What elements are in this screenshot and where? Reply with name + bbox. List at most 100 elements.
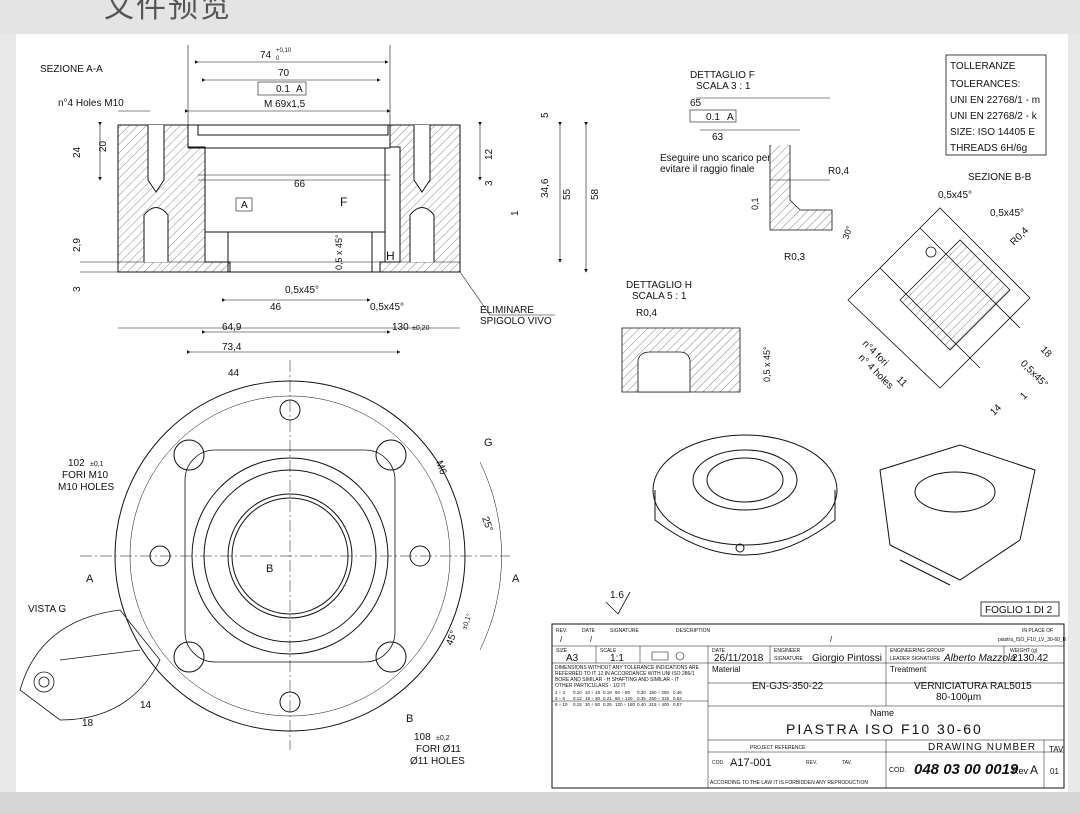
tol-table-cell: 0.40 xyxy=(637,702,646,707)
bb-chamfer-2: 0,5x45° xyxy=(990,208,1024,219)
tolerances-box: TOLLERANZE TOLERANCES: UNI EN 22768/1 - … xyxy=(945,54,1047,156)
plan-angle-25: 25° xyxy=(479,515,495,533)
roughness-value: 1.6 xyxy=(610,590,624,601)
tol-table-cell: 0.57 xyxy=(673,702,682,707)
tol-table-cell: 0.52 xyxy=(673,696,682,701)
tol-table-cell: 0.18 xyxy=(603,690,612,695)
tol-table-cell: 120 ÷ 180 xyxy=(615,702,635,707)
tb-tav-val: 01 xyxy=(1050,767,1059,776)
tol-table-cell: 0.30 xyxy=(637,690,646,695)
plan-angle-45-tol: ±0,1° xyxy=(460,612,473,630)
holes-label: n°4 Holes M10 xyxy=(58,98,124,109)
thread-m69: M 69x1,5 xyxy=(264,99,306,110)
tb-scale: 1:1 xyxy=(610,653,624,664)
tb-date-val: / xyxy=(590,635,593,644)
tb-leader: Alberto Mazzola xyxy=(943,653,1016,664)
chamfer-vertical: 0,5 x 45° xyxy=(334,234,344,270)
tol-datum-aa: A xyxy=(296,84,303,95)
dim-66: 66 xyxy=(294,179,306,190)
detail-f-tol-datum: A xyxy=(727,112,734,123)
bb-dim-1: 1 xyxy=(1018,390,1030,402)
vista-g-view: VISTA G 14 18 xyxy=(19,604,161,729)
tb-in-place-of: piastra_ISO_F10_LV_30-60_B xyxy=(998,637,1067,643)
tb-signature-hdr: SIGNATURE xyxy=(610,628,639,634)
preview-footer-bar xyxy=(0,792,1080,813)
detail-h-view: DETTAGLIO H SCALA 5 : 1 R0,4 0,5 x 45° xyxy=(621,280,772,393)
dim-55: 55 xyxy=(562,188,573,200)
tb-project-hdr: PROJECT REFERENCE xyxy=(750,745,806,751)
dim-74: 74 xyxy=(260,50,272,61)
tb-weight: 2130.42 xyxy=(1012,653,1049,664)
tol-table-cell: 6 ÷ 10 xyxy=(555,702,568,707)
section-bb-view: SEZIONE B-B 0,5x45° 0,5x45° R0,4 n°4 for… xyxy=(847,172,1054,418)
tol-frame-aa xyxy=(257,81,307,96)
plan-labels: 44 M6 G 25° 45° ±0,1° 102 ±0,1 FORI M10 … xyxy=(58,368,520,767)
tb-name: PIASTRA ISO F10 30-60 xyxy=(786,721,983,737)
projection-symbol xyxy=(651,651,669,661)
detail-h-chamfer: 0,5 x 45° xyxy=(762,346,772,382)
tb-size-hdr: SIZE xyxy=(556,648,568,654)
dim-12: 12 xyxy=(484,148,495,160)
tol-table-cell: 0.10 xyxy=(573,690,582,695)
title-block: REV. DATE SIGNATURE DESCRIPTION / / / IN… xyxy=(551,623,1067,789)
tb-in-place-of-hdr: IN PLACE OF xyxy=(1022,628,1053,634)
datum-a-label: A xyxy=(241,200,248,211)
dim-130-tol: ±0,20 xyxy=(412,325,430,332)
plan-dia-108: 108 xyxy=(414,732,431,743)
dim-46: 46 xyxy=(270,302,282,313)
tb-date-label: DATE xyxy=(712,648,726,654)
bb-r04: R0,4 xyxy=(1008,225,1031,248)
tb-weight-hdr: WEIGHT (g) xyxy=(1010,648,1038,654)
dim-74-upper: +0,10 xyxy=(276,48,292,54)
tb-group-hdr: ENGINEERING GROUP xyxy=(890,648,945,654)
tb-scale-hdr: SCALE xyxy=(600,648,617,654)
tb-rev-val: A xyxy=(1030,763,1038,777)
label-f: F xyxy=(340,195,347,209)
plan-fori-11: FORI Ø11 xyxy=(416,744,461,755)
tol-table-cell: 250 ÷ 315 xyxy=(649,696,669,701)
plan-b-center: B xyxy=(266,563,273,575)
plan-view xyxy=(80,360,510,750)
vista-g-dim-18: 18 xyxy=(82,718,94,729)
section-bb-title: SEZIONE B-B xyxy=(968,172,1032,183)
tb-engineer-hdr: ENGINEER xyxy=(774,648,801,654)
preview-header: 文件预览 xyxy=(0,0,1080,34)
dim-24: 24 xyxy=(72,146,83,158)
dim-64-9: 64,9 xyxy=(222,322,242,333)
tol-table-cell: 10 ÷ 18 xyxy=(585,690,600,695)
dim-74-lower: 0 xyxy=(276,56,280,62)
tol-line-4: UNI EN 22768/2 - k xyxy=(950,111,1038,122)
tb-rev-lbl: REV. xyxy=(806,760,817,766)
datum-a-box xyxy=(235,197,253,212)
tb-tav-hdr: TAV xyxy=(1049,745,1064,754)
plan-a-left: A xyxy=(86,573,94,585)
plan-angle-45: 45° xyxy=(444,629,460,647)
tb-cod-lbl: COD. xyxy=(712,760,725,766)
dim-70: 70 xyxy=(278,68,290,79)
tb-date-hdr: DATE xyxy=(582,628,596,634)
section-aa-labels: SEZIONE A-A n°4 Holes M10 74 +0,10 0 70 … xyxy=(40,48,601,353)
plan-m10-holes: M10 HOLES xyxy=(58,482,114,493)
eliminare-line1: ELIMINARE xyxy=(480,305,534,316)
tol-table-cell: 180 ÷ 250 xyxy=(649,690,669,695)
detail-f-angle: 30° xyxy=(840,224,854,241)
detail-f-tol-frame xyxy=(689,109,737,123)
tb-engineer: Giorgio Pintossi xyxy=(812,653,882,664)
detail-h-scale: SCALA 5 : 1 xyxy=(632,291,687,302)
vista-g-title: VISTA G xyxy=(28,604,66,615)
plan-dia-102: 102 xyxy=(68,458,85,469)
tb-tol-note-1: DIMENSIONS WITHOUT ANY TOLERANCE INDICAT… xyxy=(555,665,700,671)
tb-rev-val: / xyxy=(560,635,563,644)
tb-rev-hdr: REV. xyxy=(556,628,567,634)
tb-description-hdr: DESCRIPTION xyxy=(676,628,711,634)
detail-f-r03: R0,3 xyxy=(784,252,806,263)
foglio-label: FOGLIO 1 DI 2 xyxy=(985,605,1053,616)
bb-dia-18: 18 xyxy=(1038,344,1054,360)
dim-2-9: 2,9 xyxy=(72,238,83,252)
dim-3: 3 xyxy=(72,286,83,292)
plan-a-right: A xyxy=(512,573,520,585)
plan-fori-m10: FORI M10 xyxy=(62,470,109,481)
tb-treatment-1: VERNICIATURA RAL5015 xyxy=(914,681,1032,692)
detail-h-title: DETTAGLIO H xyxy=(626,280,692,291)
